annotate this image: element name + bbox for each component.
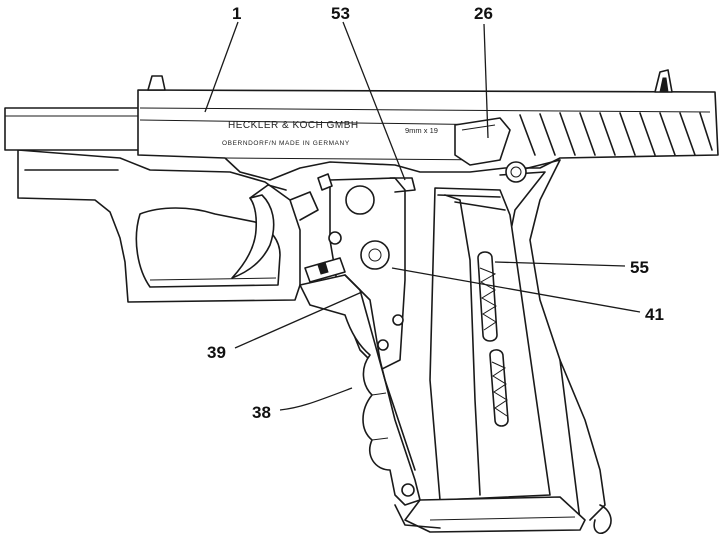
leader-38 [279,387,353,411]
leader-39 [234,291,363,349]
callout-39: 39 [207,343,226,362]
engraving-maker: HECKLER & KOCH GMBH [228,120,359,131]
callout-38: 38 [252,403,271,422]
cocking-lever [299,274,421,506]
leader-1 [204,21,239,113]
engraving-location: OBERNDORF/N MADE IN GERMANY [222,140,350,147]
mechanism [289,173,416,371]
slide: HECKLER & KOCH GMBH OBERNDORF/N MADE IN … [4,69,719,181]
leader-lines [204,21,641,411]
callout-53: 53 [331,4,350,23]
leader-26 [483,23,489,139]
leader-53 [342,21,406,181]
leader-55 [494,261,626,267]
engraving-caliber: 9mm x 19 [405,126,438,135]
grip [499,159,612,535]
slide-serrations [519,112,713,156]
callouts: 1 53 26 55 41 39 38 [207,4,664,422]
magazine [394,187,586,533]
callout-1: 1 [232,4,241,23]
leader-41 [391,267,641,313]
callout-26: 26 [474,4,493,23]
trigger [231,184,287,279]
callout-55: 55 [630,258,649,277]
callout-41: 41 [645,305,664,324]
frame [17,149,301,303]
